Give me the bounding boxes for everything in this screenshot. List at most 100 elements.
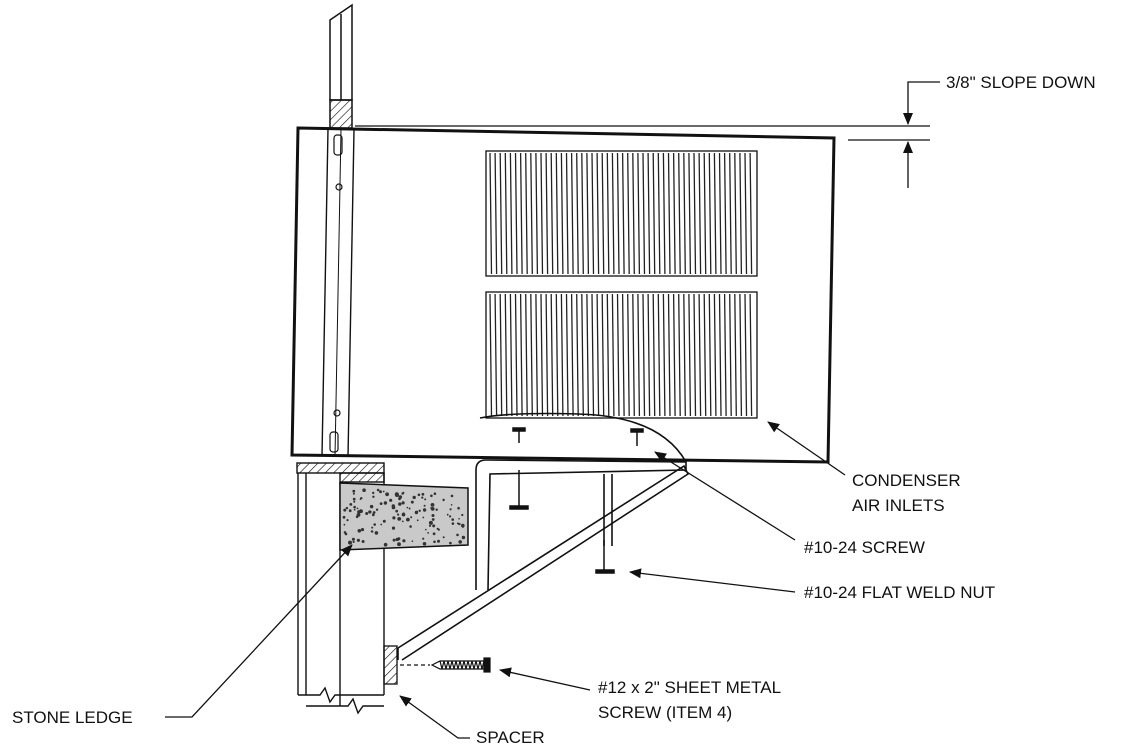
stone-speckle (461, 513, 464, 517)
louver-slat (693, 293, 697, 417)
stone-speckle (433, 492, 437, 496)
stone-speckle (423, 504, 426, 507)
louver-slat (606, 293, 610, 417)
louver-slat (652, 293, 656, 417)
louver-slat (494, 293, 498, 417)
louver-slat (713, 293, 717, 417)
louver-slat (504, 152, 508, 275)
stone-speckle (351, 537, 355, 541)
stone-speckle (422, 508, 427, 512)
louver-slat (591, 152, 595, 275)
stone-speckle (374, 531, 379, 535)
louver-slat (678, 152, 681, 275)
stone-speckle (345, 506, 349, 510)
stone-speckle (411, 540, 414, 542)
sheet-metal-label-line2: SCREW (ITEM 4) (598, 703, 732, 722)
louver-slat (637, 152, 641, 275)
stone-speckle (379, 502, 383, 505)
louver-slat (627, 293, 630, 417)
stone-speckle (352, 492, 355, 495)
louver-slat (734, 293, 737, 417)
stone-speckle (430, 503, 435, 507)
slope-dimension-arrows (903, 81, 940, 188)
louver-slat (657, 293, 661, 417)
stone-speckle (457, 506, 460, 510)
louver-slat (739, 293, 743, 417)
louver-slat (530, 293, 533, 417)
stone-speckle (417, 493, 421, 497)
louver-slat (647, 152, 651, 275)
stone-speckle (446, 513, 449, 516)
stone-speckle (430, 507, 432, 509)
stone-speckle (391, 505, 396, 510)
louver-slat (499, 293, 503, 417)
screw-10-24-right (595, 428, 644, 574)
louver-slat (581, 152, 584, 275)
window-sill (296, 462, 385, 483)
stone-speckle (424, 498, 427, 501)
stone-speckle (458, 518, 460, 520)
annotation-labels: 3/8" SLOPE DOWN CONDENSER AIR INLETS #10… (12, 73, 1096, 745)
louver-slat (637, 293, 641, 417)
stone-speckle (382, 490, 385, 493)
louver-slat (678, 293, 681, 417)
stone-speckle (428, 520, 433, 525)
stone-speckle (432, 532, 436, 536)
louver-slat (535, 293, 539, 417)
spacer-label: SPACER (476, 728, 545, 745)
stone-speckle (353, 508, 356, 511)
stone-speckle (346, 519, 349, 522)
louver-slat (657, 152, 661, 275)
stone-speckle (436, 527, 439, 530)
stone-speckle (431, 518, 435, 521)
louver-slat (565, 152, 569, 275)
stone-speckle (361, 540, 365, 543)
louver-slat (698, 293, 702, 417)
stone-speckle (360, 528, 365, 532)
louver-slat (601, 152, 605, 275)
louver-slat (723, 293, 727, 417)
stone-speckle (394, 492, 399, 497)
louver-slat (744, 293, 748, 417)
stone-speckle (372, 495, 375, 498)
louver-slat (499, 152, 503, 275)
condenser-label-line1: CONDENSER (852, 471, 961, 490)
louver-slat (519, 293, 523, 417)
louver-slat (749, 293, 753, 417)
louver-slat (611, 152, 615, 275)
stone-speckle (401, 492, 404, 495)
stone-speckle (398, 502, 402, 506)
stone-speckle (408, 507, 411, 510)
stone-speckle (343, 508, 347, 512)
stone-speckle (456, 533, 459, 537)
louver-slat (672, 152, 676, 275)
sheet-metal-label-line1: #12 x 2" SHEET METAL (598, 678, 781, 697)
louver-slat (698, 152, 702, 275)
louver-slat (703, 293, 707, 417)
stone-speckle (418, 509, 421, 512)
stone-speckle (410, 500, 414, 504)
louver-slat (540, 293, 544, 417)
stone-speckle (451, 522, 455, 525)
stone-speckle (382, 519, 386, 523)
stone-speckle (392, 538, 396, 542)
stone-speckle (398, 537, 401, 540)
stone-speckle (348, 540, 352, 545)
louver-slat (570, 152, 574, 275)
stone-speckle (401, 520, 404, 523)
louver-slat (652, 152, 656, 275)
stone-speckle (406, 506, 409, 509)
weld-nut-label: #10-24 FLAT WELD NUT (804, 583, 995, 602)
sheet-metal-screw (400, 657, 491, 673)
stone-speckle (409, 525, 412, 528)
stone-speckle (379, 490, 382, 494)
stone-speckle (432, 524, 436, 528)
louver-slat (519, 152, 523, 275)
stone-speckle (397, 517, 402, 521)
stone-speckle (461, 525, 464, 528)
louver-slat (621, 152, 625, 275)
louver-slat (734, 152, 737, 275)
louver-slat (616, 293, 620, 417)
stone-speckle (369, 504, 374, 509)
